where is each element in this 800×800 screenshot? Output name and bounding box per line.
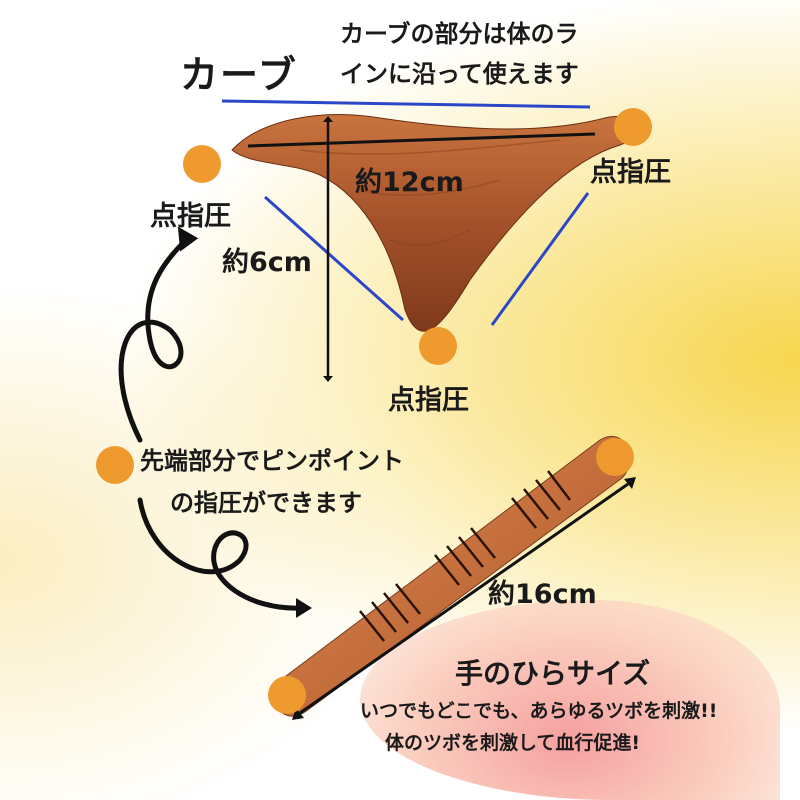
stick-top-dot xyxy=(596,438,634,476)
stick-measure-line xyxy=(299,482,629,715)
curve-title: カーブ xyxy=(180,53,298,97)
loop-arrow-up xyxy=(118,235,191,443)
right-point-label: 点指圧 xyxy=(590,157,671,188)
stick-length-label: 約16cm xyxy=(488,579,597,610)
palm-size-title: 手のひらサイズ xyxy=(455,657,651,690)
width-label: 約12cm xyxy=(355,167,464,198)
curve-guide-line xyxy=(221,99,591,109)
tip-text-dot xyxy=(96,446,134,484)
arrow-head-up xyxy=(177,226,199,252)
bottom-point-label: 点指圧 xyxy=(388,385,469,416)
left-side-guide xyxy=(264,195,404,322)
height-label: 約6cm xyxy=(222,247,312,278)
tip-line1: 先端部分でピンポイント xyxy=(140,447,404,475)
stick-bottom-dot xyxy=(268,676,306,714)
curve-desc-line1: カーブの部分は体のラ xyxy=(340,20,579,48)
palm-size-blob xyxy=(360,600,780,800)
tip-line2: の指圧ができます xyxy=(170,489,362,517)
stick-grooves xyxy=(359,470,571,642)
left-point-label: 点指圧 xyxy=(150,201,231,232)
bottom-point-dot xyxy=(419,327,457,365)
width-measure-line xyxy=(247,132,596,148)
right-point-dot xyxy=(614,108,652,146)
arrow-head-down xyxy=(296,598,312,618)
right-side-guide xyxy=(490,192,590,326)
palm-size-line1: いつでもどこでも、あらゆるツボを刺激!! xyxy=(360,700,718,722)
curve-description: カーブの部分は体のラ インに沿って使えます xyxy=(340,14,579,94)
loop-arrow-down xyxy=(137,497,303,611)
tip-description: 先端部分でピンポイント の指圧ができます xyxy=(140,440,404,524)
left-point-dot xyxy=(183,145,221,183)
palm-size-line2: 体のツボを刺激して血行促進! xyxy=(385,732,641,754)
triangle-tool xyxy=(231,114,639,332)
curve-desc-line2: インに沿って使えます xyxy=(340,60,579,88)
